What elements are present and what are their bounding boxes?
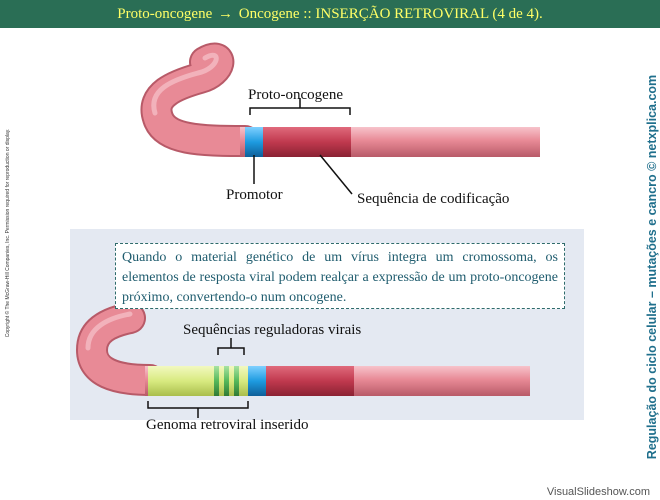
retroviral-genome-label: Genoma retroviral inserido <box>146 417 309 433</box>
bottom-coding-sequence-segment <box>266 366 354 396</box>
coding-sequence-label: Sequência de codificação <box>357 191 510 207</box>
promotor-label: Promotor <box>226 187 283 203</box>
title-part2: Oncogene :: INSERÇÃO RETROVIRAL (4 de 4)… <box>238 6 543 22</box>
top-dna-strand <box>140 42 540 195</box>
title-part1: Proto-oncogene <box>117 6 213 22</box>
viral-regulatory-label: Sequências reguladoras virais <box>183 322 362 338</box>
caption-box: Quando o material genético de um vírus i… <box>115 243 565 309</box>
viral-regulatory-band-2 <box>224 366 229 396</box>
proto-oncogene-label: Proto-oncogene <box>248 87 343 103</box>
bottom-promotor-segment <box>248 366 266 396</box>
viral-regulatory-band-1 <box>214 366 219 396</box>
arrow-icon: → <box>218 6 233 22</box>
bottom-dna-strand <box>75 302 530 418</box>
title-bar: Proto-oncogene → Oncogene :: INSERÇÃO RE… <box>0 0 660 28</box>
viral-regulatory-band-3 <box>234 366 239 396</box>
promotor-segment <box>245 127 263 157</box>
retroviral-genome-segment <box>148 366 248 396</box>
footer-watermark: VisualSlideshow.com <box>546 486 650 498</box>
coding-sequence-segment <box>263 127 351 157</box>
